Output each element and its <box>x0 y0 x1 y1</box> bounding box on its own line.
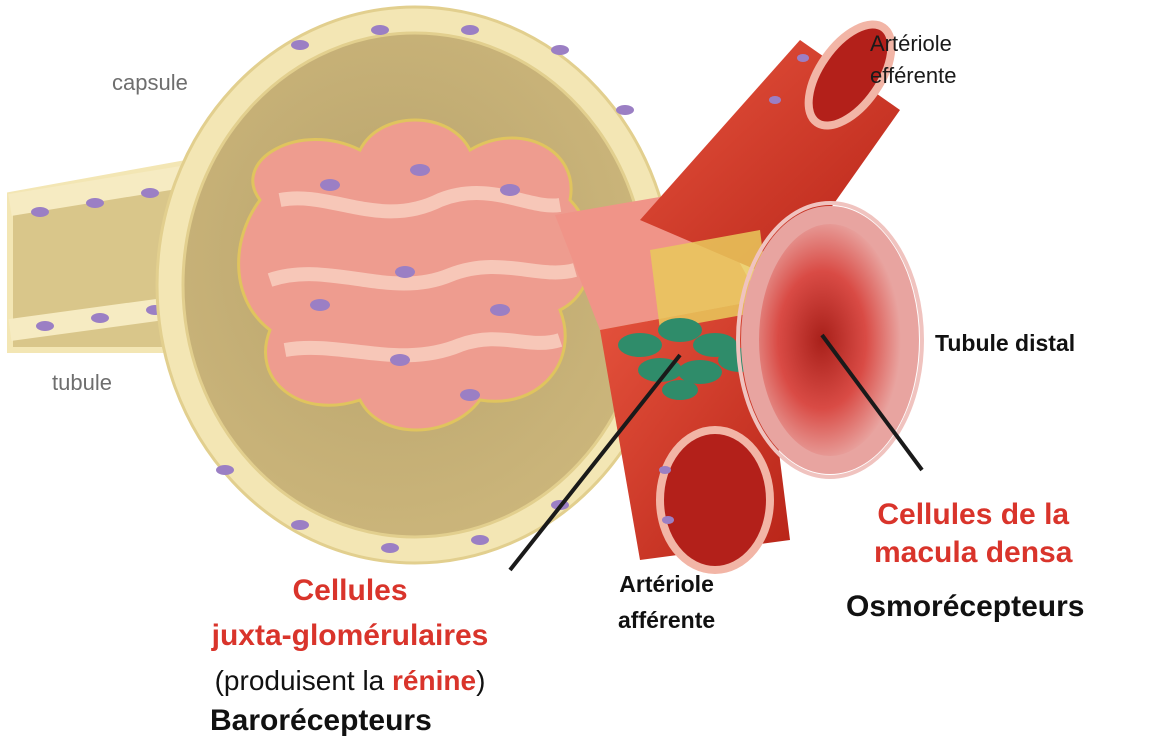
efferent-arteriole-label: Artériole efférente <box>870 28 956 92</box>
osmoreceptors-label: Osmorécepteurs <box>846 590 1084 624</box>
baroreceptors-label: Barorécepteurs <box>210 704 432 738</box>
renin-word: rénine <box>392 665 476 696</box>
jg-label-line1: Cellules <box>175 568 525 613</box>
afferent-arteriole-label: Artériole afférente <box>618 566 715 638</box>
renin-label: (produisent la rénine) <box>175 658 525 703</box>
renin-after: ) <box>476 665 485 696</box>
jg-label-line2: juxta-glomérulaires <box>175 613 525 658</box>
afferent-label-line1: Artériole <box>618 566 715 602</box>
glomerulus <box>239 120 592 430</box>
tubule-label: tubule <box>52 370 112 396</box>
distal-tubule-label: Tubule distal <box>935 330 1075 357</box>
efferent-label-line1: Artériole <box>870 28 956 60</box>
macula-label-line2: macula densa <box>874 534 1072 572</box>
renin-before: (produisent la <box>215 665 392 696</box>
capsule-label: capsule <box>112 70 188 96</box>
afferent-label-line2: afférente <box>618 602 715 638</box>
macula-densa-label: Cellules de la macula densa <box>874 496 1072 572</box>
efferent-label-line2: efférente <box>870 60 956 92</box>
juxtaglomerular-label: Cellules juxta-glomérulaires (produisent… <box>175 568 525 703</box>
macula-label-line1: Cellules de la <box>874 496 1072 534</box>
